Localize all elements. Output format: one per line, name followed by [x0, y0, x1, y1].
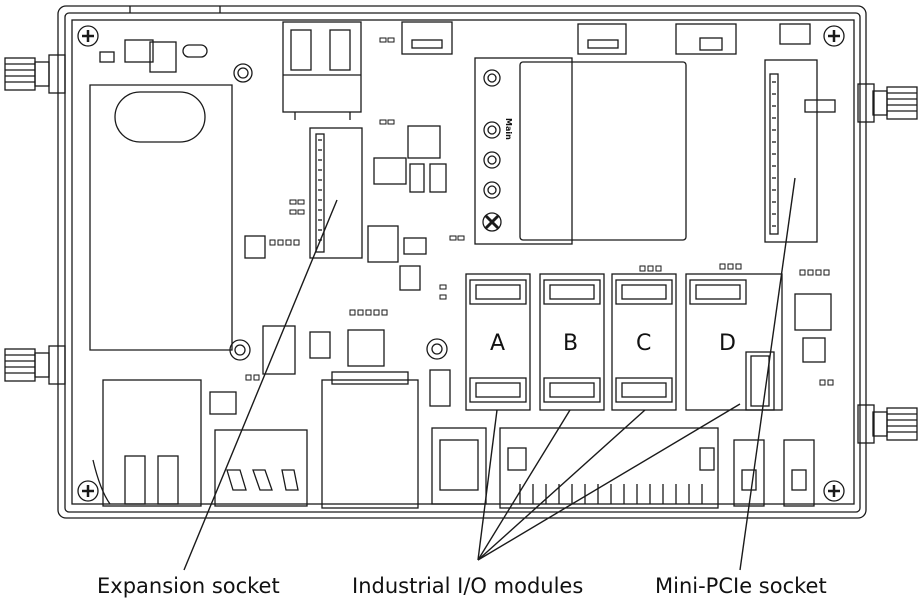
enclosure-inner	[64, 12, 861, 513]
power-jack	[431, 427, 487, 505]
screw-icon	[823, 25, 845, 47]
usb-port-bottom	[214, 429, 308, 507]
expansion-callout-line	[183, 199, 338, 571]
pcb-outline	[71, 19, 855, 505]
coin-cell-battery	[114, 91, 206, 143]
io-slot-a-outline	[465, 273, 531, 411]
industrial-io-callout: Industrial I/O modules	[352, 574, 584, 598]
io-slot-d-outline	[685, 273, 783, 411]
antenna-main-label: Main	[504, 118, 513, 140]
io-connector	[469, 279, 775, 411]
io-callout-line-d	[477, 403, 741, 561]
io-callout-line-b	[477, 409, 571, 561]
ethernet-port	[92, 379, 202, 507]
serial-port	[321, 371, 419, 509]
io-slot-b-label: B	[563, 331, 578, 356]
terminal-block	[499, 427, 719, 509]
io-slot-a-label: A	[490, 331, 505, 356]
io-slot-d-label: D	[719, 331, 736, 356]
screw-icon	[77, 480, 99, 502]
screw-icon	[77, 25, 99, 47]
io-slot-b-outline	[539, 273, 605, 411]
battery-board	[89, 84, 233, 351]
usb-port-top	[282, 21, 362, 120]
mini-pcie-callout: Mini-PCIe socket	[655, 574, 827, 598]
sma-antenna-connector-top-left	[4, 54, 66, 94]
mini-pcie-callout-line	[739, 177, 796, 571]
sma-antenna-connector-top-right	[857, 83, 918, 123]
mini-pcie-socket	[764, 59, 818, 243]
io-callout-line-a	[477, 409, 498, 561]
sma-antenna-connector-bottom-left	[4, 345, 66, 385]
io-slot-c-label: C	[636, 331, 651, 356]
io-callout-line-c	[477, 409, 646, 561]
expansion-socket	[309, 127, 363, 259]
expansion-socket-callout: Expansion socket	[97, 574, 280, 598]
screw-icon	[823, 480, 845, 502]
sma-antenna-connector-bottom-right	[857, 404, 918, 444]
enclosure-outer	[57, 5, 867, 519]
cellular-module	[474, 57, 687, 245]
